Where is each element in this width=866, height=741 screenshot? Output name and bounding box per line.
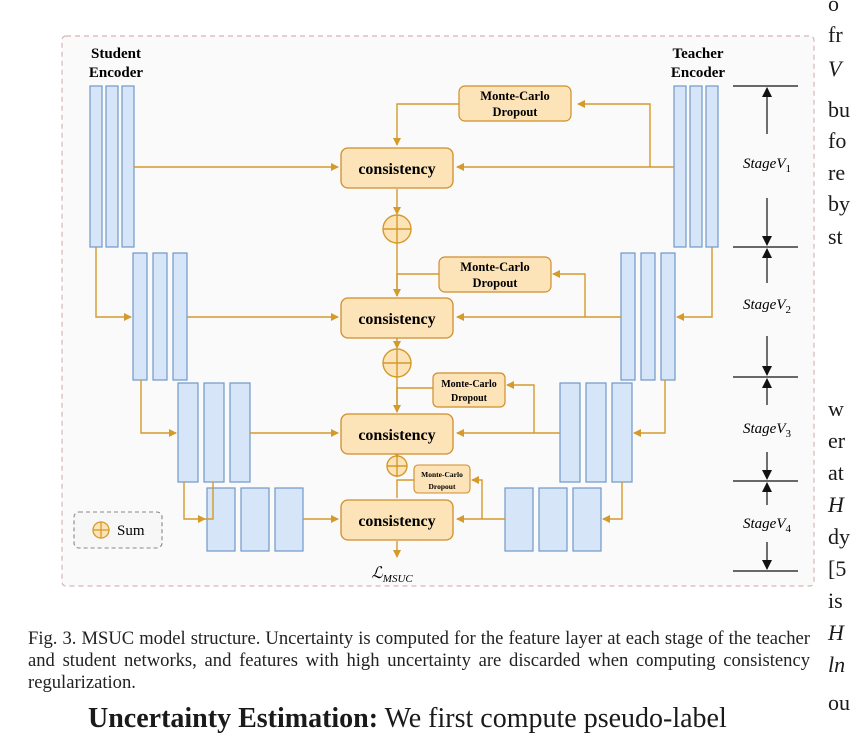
right-col-line: at <box>828 460 844 485</box>
right-col-line: bu <box>828 97 850 122</box>
consistency-boxes: consistency consistency consistency cons… <box>340 147 454 541</box>
right-col-line: H <box>828 492 844 517</box>
loss-subscript: MSUC <box>382 573 414 585</box>
section-heading: Uncertainty Estimation: <box>88 703 379 734</box>
right-column-fragment: o fr V bu fo re by st w er at H dy [5 is… <box>826 0 866 741</box>
teacher-stage1-layer <box>673 85 687 248</box>
teacher-stage2-layer <box>620 252 636 381</box>
right-col-line: er <box>828 428 846 453</box>
right-col-line: ou <box>828 690 850 715</box>
consistency-label-3: consistency <box>358 427 435 444</box>
teacher-stage1-layer <box>689 85 703 248</box>
student-stage2-layer <box>172 252 188 381</box>
student-stage2-layer <box>132 252 148 381</box>
student-stage3-layer <box>229 382 251 483</box>
right-col-line: is <box>828 588 843 613</box>
consistency-box-3 <box>340 413 454 455</box>
teacher-stage1-layer <box>705 85 719 248</box>
student-stage3-layer <box>177 382 199 483</box>
mc-dropout-label-3a: Monte-Carlo <box>441 379 497 390</box>
section-heading-line: Uncertainty Estimation: We first compute… <box>88 703 727 735</box>
consistency-label-1: consistency <box>358 161 435 178</box>
legend-label: Sum <box>117 523 145 539</box>
student-stage4-layer <box>240 487 270 552</box>
student-stage1-layer <box>105 85 119 248</box>
right-col-line: [5 <box>828 556 847 581</box>
right-col-line: fr <box>828 22 843 47</box>
consistency-box-2 <box>340 297 454 339</box>
sum-icon <box>382 348 412 378</box>
teacher-stage3-layer <box>611 382 633 483</box>
mc-dropout-label-2a: Monte-Carlo <box>460 260 529 274</box>
student-encoder-title-2: Encoder <box>89 65 144 81</box>
legend: Sum <box>73 511 163 549</box>
teacher-stage3-layer <box>559 382 581 483</box>
student-encoder <box>89 85 304 552</box>
mc-dropout-label-4a: Monte-Carlo <box>421 470 463 479</box>
teacher-encoder-title-1: Teacher <box>672 46 723 62</box>
right-col-line: fo <box>828 128 847 153</box>
stage-label-2: StageV2 <box>743 297 791 316</box>
teacher-encoder <box>504 85 719 552</box>
teacher-stage2-layer <box>640 252 656 381</box>
consistency-label-4: consistency <box>358 513 435 530</box>
student-stage1-layer <box>89 85 103 248</box>
stage-label-1: StageV1 <box>743 156 791 175</box>
mc-dropout-label-3b: Dropout <box>451 393 488 404</box>
consistency-box-1 <box>340 147 454 189</box>
teacher-encoder-title-2: Encoder <box>671 65 726 81</box>
teacher-stage2-layer <box>660 252 676 381</box>
mc-dropout-box-4 <box>413 464 471 494</box>
right-col-line: H <box>828 620 844 645</box>
mc-dropout-label-1b: Dropout <box>493 105 539 119</box>
stage-ruler <box>733 85 798 572</box>
mc-dropout-boxes: Monte-Carlo Dropout Monte-Carlo Dropout … <box>413 85 572 494</box>
sum-nodes <box>382 214 412 477</box>
teacher-stage4-layer <box>572 487 602 552</box>
stage-label-4: StageV4 <box>743 516 792 535</box>
right-col-line: dy <box>828 524 850 549</box>
right-col-line: ln <box>828 652 846 677</box>
loss-label: ℒMSUC <box>371 565 413 585</box>
teacher-stage4-layer <box>538 487 568 552</box>
right-col-line: w <box>828 396 844 421</box>
student-stage4-layer <box>274 487 304 552</box>
right-col-line: o <box>828 0 839 16</box>
student-stage3-layer <box>203 382 225 483</box>
right-col-line: re <box>828 160 846 185</box>
sum-icon <box>386 455 408 477</box>
mc-dropout-label-4b: Dropout <box>429 482 456 491</box>
student-stage1-layer <box>121 85 135 248</box>
consistency-box-4 <box>340 499 454 541</box>
teacher-stage3-layer <box>585 382 607 483</box>
figure-caption: Fig. 3. MSUC model structure. Uncertaint… <box>28 628 810 693</box>
stage-labels: StageV1 StageV2 StageV3 StageV4 <box>743 156 792 535</box>
legend-box <box>73 511 163 549</box>
teacher-stage4-layer <box>504 487 534 552</box>
right-col-line: by <box>828 191 850 216</box>
right-col-line: st <box>828 224 843 249</box>
stage-label-3: StageV3 <box>743 421 792 440</box>
student-encoder-title-1: Student <box>91 46 141 62</box>
sum-icon <box>92 521 110 539</box>
student-stage2-layer <box>152 252 168 381</box>
mc-dropout-label-1a: Monte-Carlo <box>480 89 549 103</box>
mc-dropout-box-3 <box>432 372 506 408</box>
loss-symbol: ℒ <box>371 565 383 582</box>
right-col-line: V <box>828 56 842 81</box>
consistency-label-2: consistency <box>358 311 435 328</box>
flow-arrows <box>95 100 713 558</box>
sum-icon <box>382 214 412 244</box>
mc-dropout-label-2b: Dropout <box>473 276 519 290</box>
mc-dropout-box-1 <box>458 85 572 122</box>
section-text: We first compute pseudo-label <box>378 703 727 734</box>
mc-dropout-box-2 <box>438 256 552 293</box>
